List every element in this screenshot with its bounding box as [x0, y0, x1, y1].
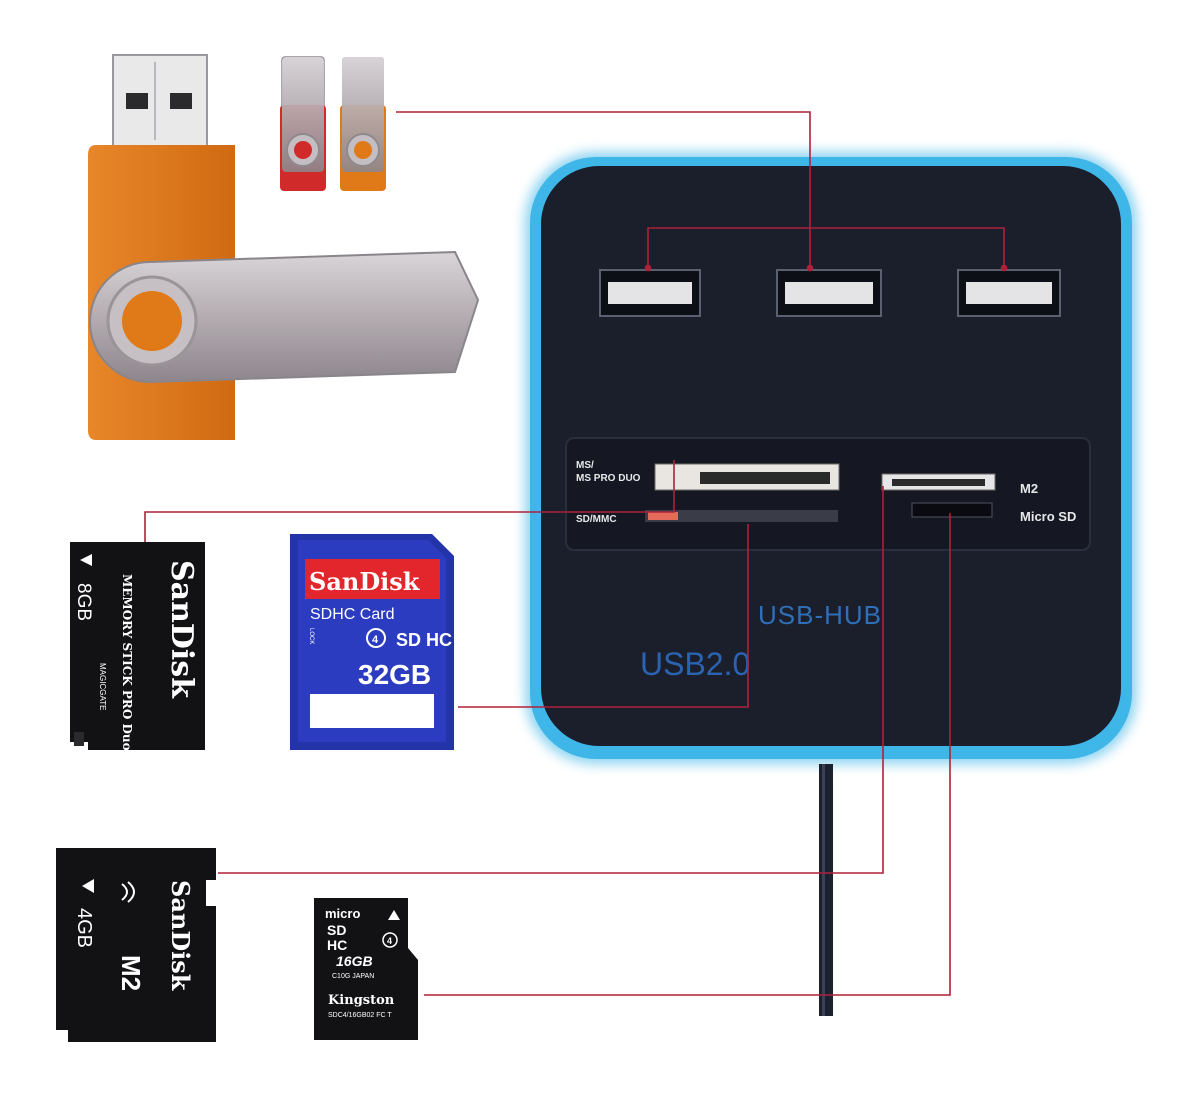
ms-slot-label-1: MS/	[576, 460, 594, 471]
m2-capacity: 4GB	[73, 908, 95, 948]
usb-hub-brand: USB-HUB	[758, 600, 882, 630]
sd-type: SDHC Card	[310, 606, 394, 623]
m2-arrow-icon	[82, 879, 94, 893]
microsd-card: micro SD HC 4 16GB C10G JAPAN Kingston S…	[314, 898, 418, 1040]
usb2-brand: USB2.0	[640, 646, 750, 682]
sd-brand: SanDisk	[309, 567, 421, 596]
usb-port-3	[957, 269, 1061, 317]
ms-line2: MAGICGATE	[98, 663, 107, 710]
ms-brand: SanDisk	[164, 560, 199, 699]
m2-slot-label: M2	[1020, 481, 1038, 496]
m2-logo-icon	[121, 881, 135, 903]
m2-card: SanDisk M2 4GB	[56, 848, 216, 1042]
microsd-logo-top: micro	[325, 906, 360, 921]
microsd-capacity: 16GB	[336, 953, 373, 969]
microsd-model: SDC4/16GB02 FC T	[328, 1012, 392, 1019]
sd-card: SanDisk SDHC Card LOCK 4 SD HC 32GB	[290, 534, 454, 750]
microsd-logo-mid: SD	[327, 922, 346, 938]
sd-logo: SD HC	[396, 630, 452, 650]
ms-line1: MEMORY STICK PRO Duo	[120, 574, 134, 751]
sd-label-area	[310, 694, 434, 728]
sd-capacity: 32GB	[358, 659, 431, 690]
usb-port-1	[599, 269, 701, 317]
sd-class-icon	[366, 628, 386, 648]
microsd-origin: C10G JAPAN	[332, 973, 374, 980]
microsd-brand: Kingston	[328, 993, 395, 1008]
microsd-arrow-icon	[388, 910, 400, 920]
usb-flash-drive-large	[88, 54, 480, 440]
ms-capacity: 8GB	[73, 583, 94, 621]
sd-class: 4	[372, 634, 379, 646]
m2-brand: SanDisk	[166, 880, 195, 992]
microsd-class-icon	[382, 932, 398, 948]
microsd-slot-label: Micro SD	[1020, 509, 1076, 524]
usb-flash-drive-small-red	[280, 56, 326, 191]
sd-lock: LOCK	[308, 628, 314, 644]
sd-slot-label: SD/MMC	[576, 514, 617, 525]
microsd-class: 4	[387, 936, 392, 946]
ms-slot-label-2: MS PRO DUO	[576, 473, 641, 484]
m2-type: M2	[116, 955, 146, 991]
usb-hub: MS/ MS PRO DUO SD/MMC M2 Micro SD USB-HU…	[525, 152, 1137, 1016]
memory-stick-pro-duo: SanDisk MEMORY STICK PRO Duo 8GB MAGICGA…	[70, 542, 205, 751]
usb-port-2	[776, 269, 882, 317]
usb-flash-drive-small-orange	[340, 57, 386, 191]
ms-arrow-icon	[80, 554, 92, 566]
microsd-logo-hc: HC	[327, 937, 347, 953]
